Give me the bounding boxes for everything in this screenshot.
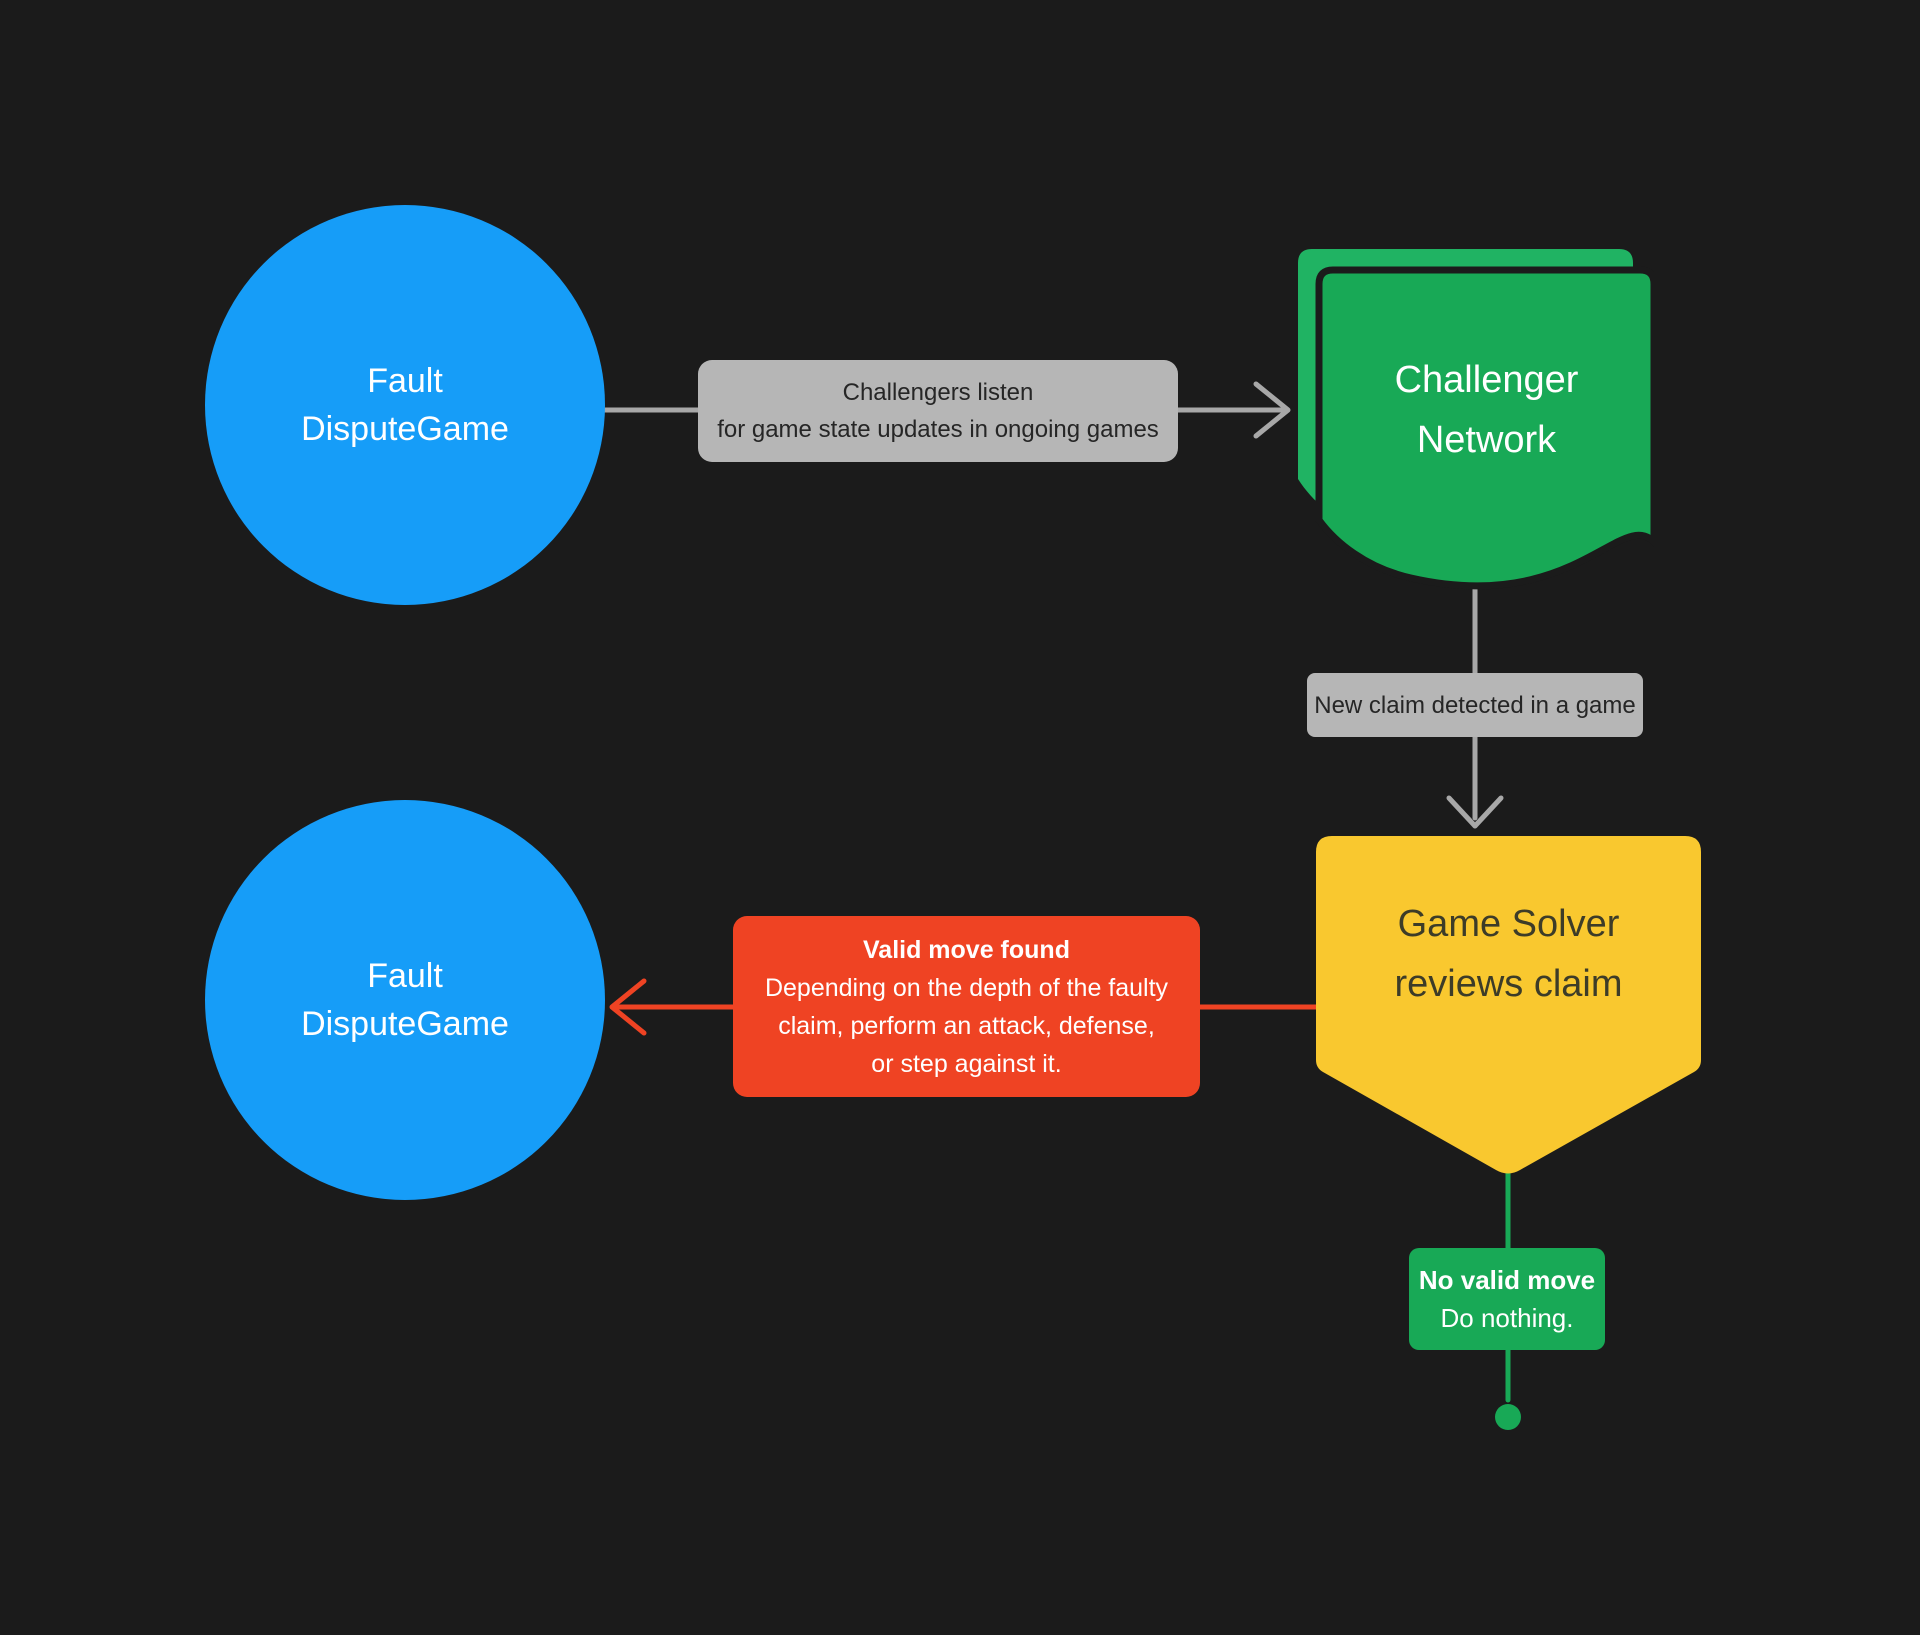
label-line: Depending on the depth of the faulty bbox=[764, 973, 1169, 1002]
node-fault-dispute-game-bottom: Fault DisputeGame bbox=[205, 800, 605, 1200]
node-label-line: Fault bbox=[367, 362, 443, 400]
document-front-card bbox=[1315, 266, 1654, 590]
arrow-head-down-icon bbox=[1446, 795, 1504, 829]
label-line: Challengers listen bbox=[842, 379, 1034, 406]
label-no-valid-move: No valid move Do nothing. bbox=[1409, 1248, 1605, 1350]
node-label-line: DisputeGame bbox=[301, 410, 509, 448]
label-valid-move: Valid move found Depending on the depth … bbox=[733, 916, 1200, 1097]
node-label-line: Fault bbox=[367, 957, 443, 995]
label-new-claim: New claim detected in a game bbox=[1307, 673, 1643, 737]
node-label-line: Game Solver bbox=[1397, 902, 1620, 945]
label-line: for game state updates in ongoing games bbox=[717, 416, 1159, 443]
label-line: claim, perform an attack, defense, bbox=[778, 1011, 1155, 1040]
node-game-solver: Game Solver reviews claim bbox=[1316, 836, 1701, 1071]
label-challengers-listen: Challengers listen for game state update… bbox=[698, 360, 1178, 462]
node-label-line: Network bbox=[1416, 419, 1557, 461]
label-line: Do nothing. bbox=[1440, 1303, 1574, 1333]
label-title: Valid move found bbox=[863, 935, 1070, 964]
node-label-line: reviews claim bbox=[1394, 962, 1623, 1005]
node-fault-dispute-game-top: Fault DisputeGame bbox=[205, 205, 605, 605]
node-challenger-network-shape bbox=[1298, 249, 1654, 590]
node-label-line: Challenger bbox=[1394, 359, 1579, 401]
label-line: New claim detected in a game bbox=[1314, 691, 1636, 719]
arrow-head-right-icon bbox=[1253, 381, 1291, 439]
banner-shape bbox=[1316, 836, 1701, 1174]
label-title: No valid move bbox=[1418, 1265, 1596, 1295]
node-challenger-network: Challenger Network bbox=[1319, 270, 1654, 550]
arrow-head-left-icon bbox=[609, 978, 647, 1036]
terminal-dot-icon bbox=[1495, 1404, 1521, 1430]
label-line: or step against it. bbox=[871, 1049, 1062, 1078]
node-label-line: DisputeGame bbox=[301, 1005, 509, 1043]
node-game-solver-shape bbox=[1316, 836, 1701, 1174]
